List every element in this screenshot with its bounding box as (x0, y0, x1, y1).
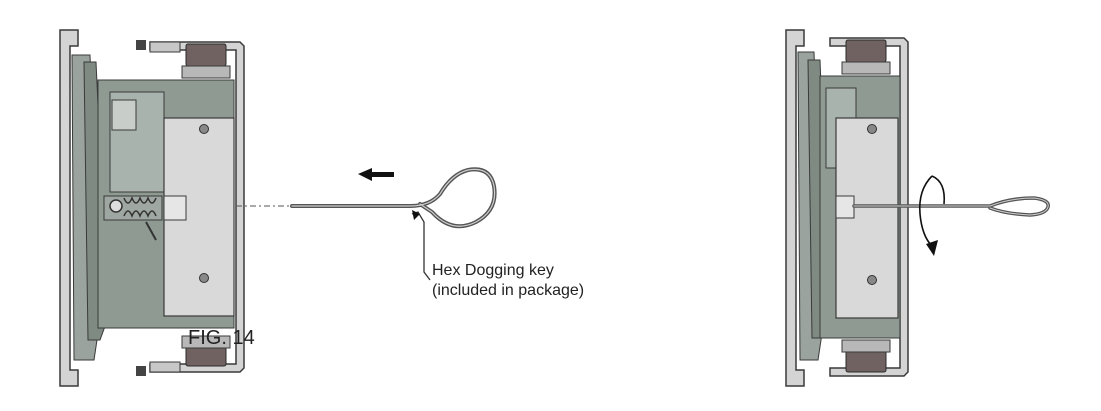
left-bottom-screw (136, 366, 146, 376)
left-top-rail (149, 41, 181, 53)
left-top-bumper (185, 43, 227, 67)
left-top-screw (136, 40, 146, 50)
left-bracket (111, 99, 137, 131)
left-bottom-rail (149, 361, 181, 373)
hex-dogging-key (290, 167, 497, 229)
inserted-dogging-key (852, 196, 1050, 217)
right-plate-bottom-screw (867, 275, 877, 285)
left-plate-notch (163, 195, 187, 221)
right-bottom-bumper (845, 349, 887, 373)
left-bottom-bumper-base (181, 335, 231, 349)
right-top-bumper-base (841, 61, 891, 75)
right-top-bumper (845, 39, 887, 63)
callout-line-1: Hex Dogging key (432, 262, 554, 279)
left-top-bumper-base (181, 65, 231, 79)
right-plate-notch (835, 195, 855, 219)
right-frame-extrusion (785, 29, 805, 387)
left-spring-mechanism (103, 195, 163, 241)
right-device-assembly (785, 29, 909, 387)
left-plate-top-screw (199, 124, 209, 134)
rotation-arrow-icon (918, 175, 946, 256)
callout-leader (411, 210, 431, 281)
right-bottom-bumper-base (841, 339, 891, 353)
insert-direction-arrow (358, 168, 394, 181)
right-plate-top-screw (867, 124, 877, 134)
figure-label: FIG. 14 (188, 327, 255, 349)
left-plate-bottom-screw (199, 273, 209, 283)
left-frame-extrusion (59, 29, 79, 387)
left-device-assembly (59, 29, 292, 387)
callout-line-2: (included in package) (432, 282, 585, 299)
